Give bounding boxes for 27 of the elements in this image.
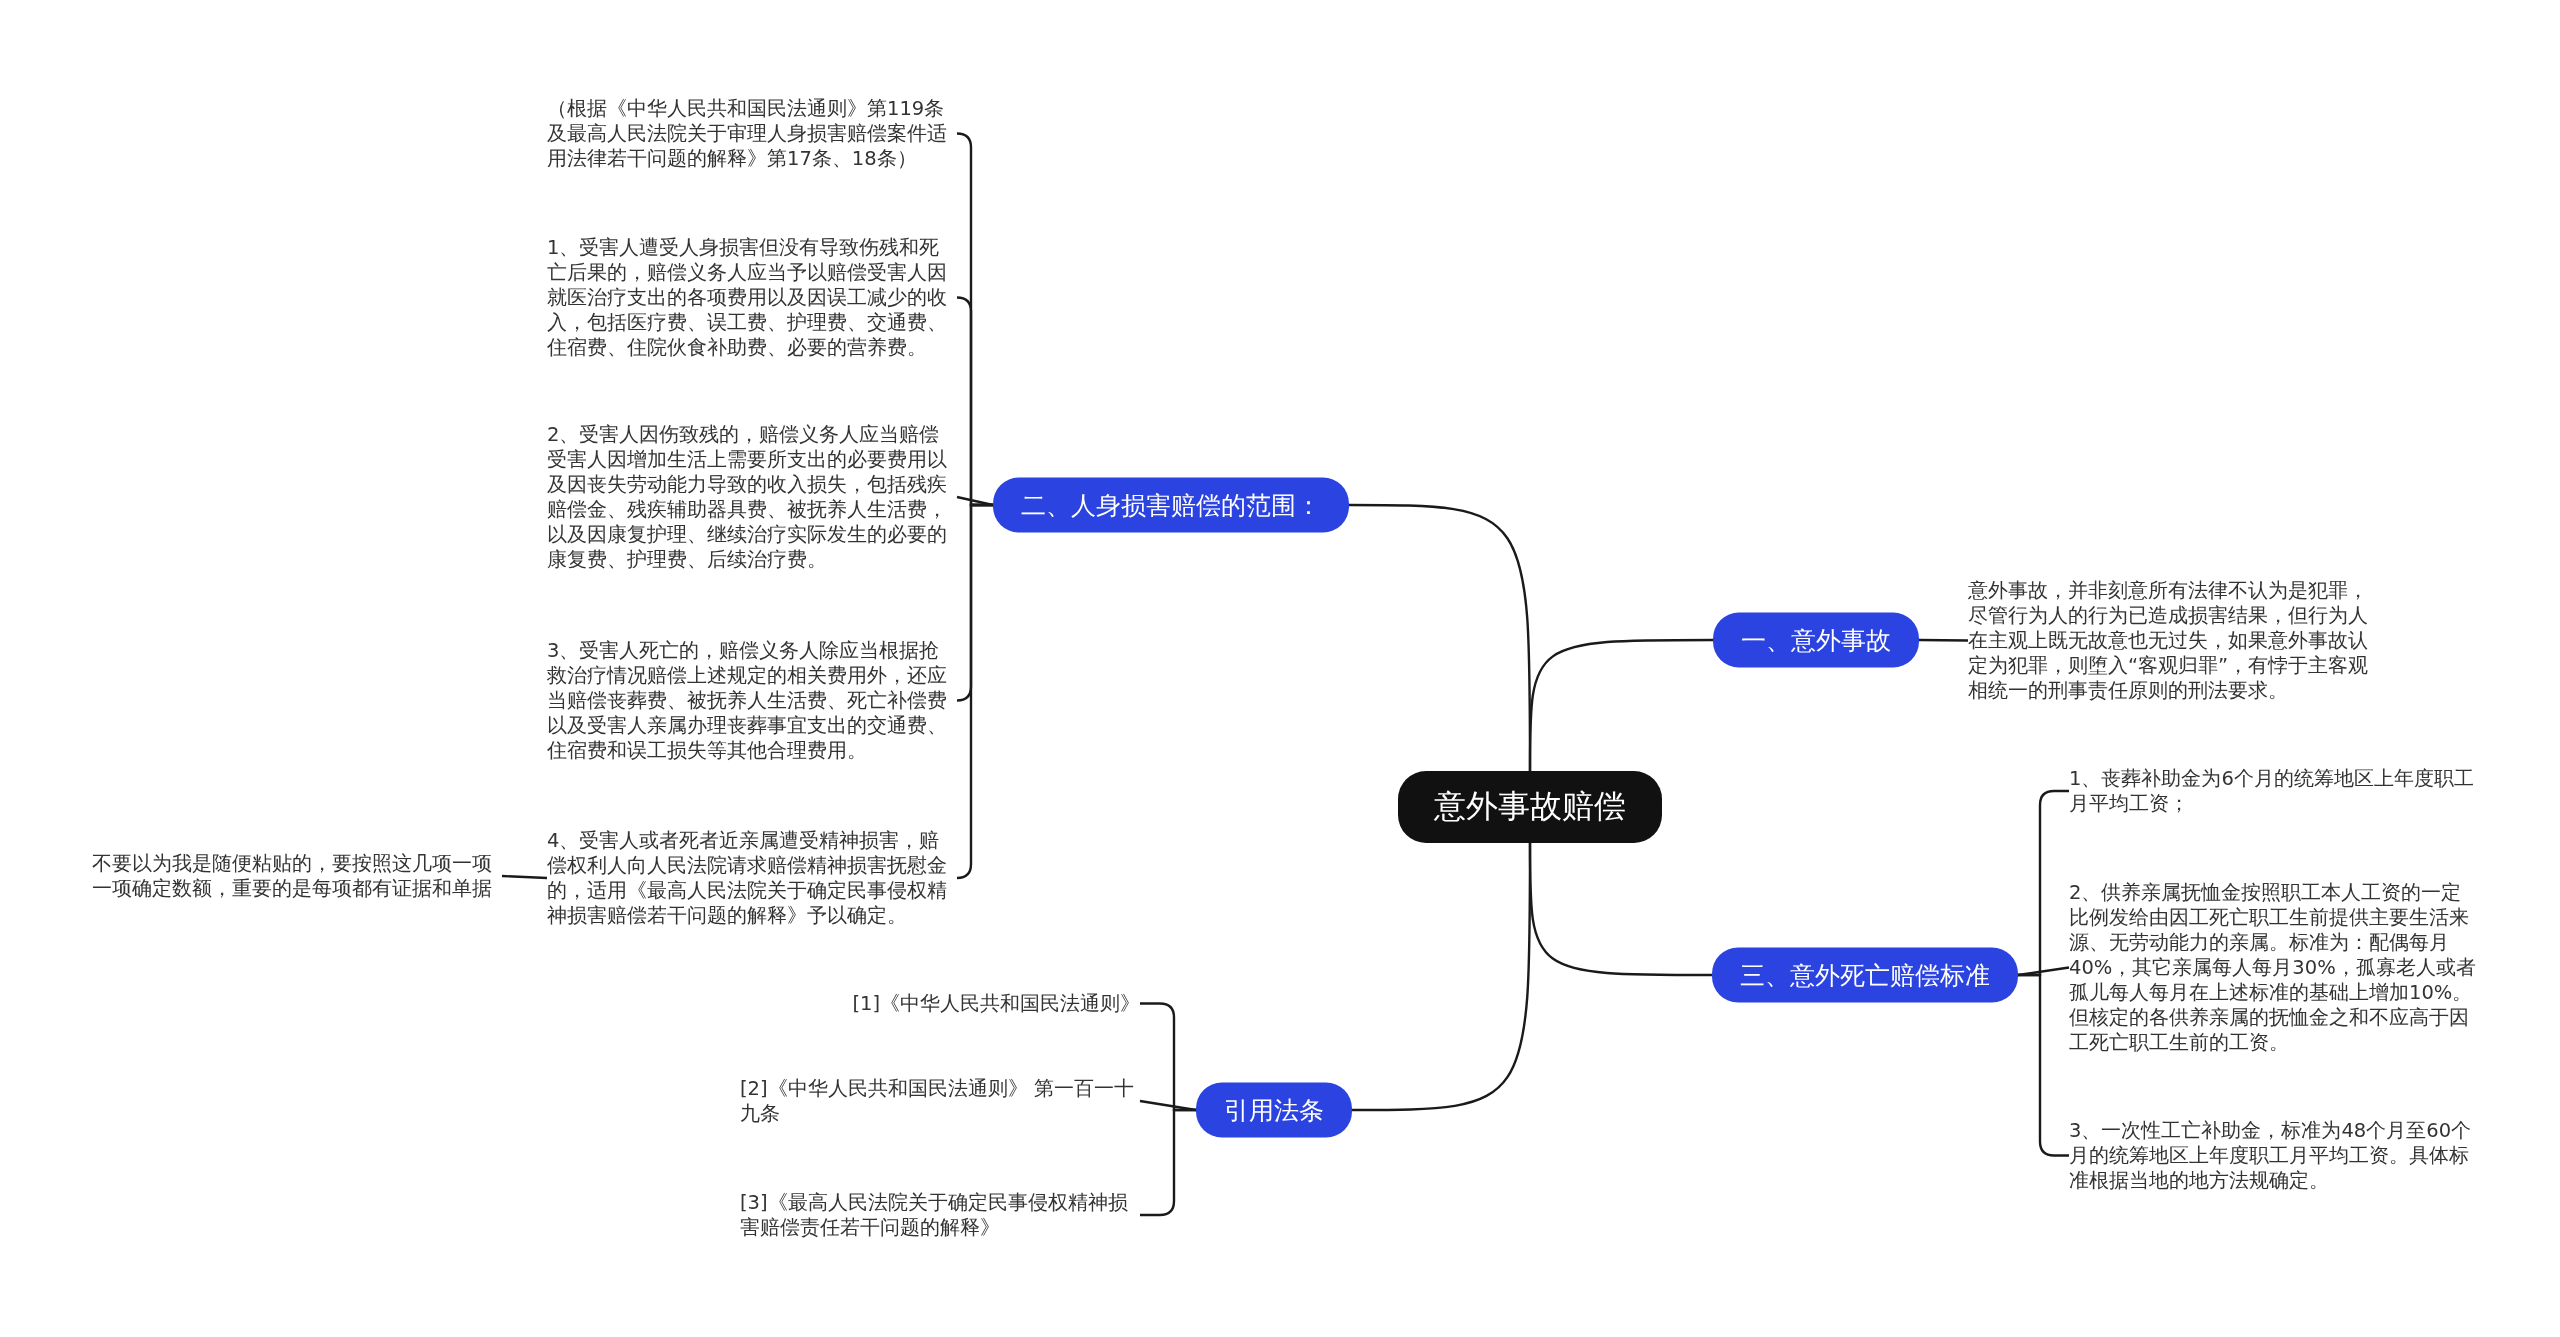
reference-text: [3]《最高人民法院关于确定民事侵权精神损害赔偿责任若干问题的解释》 — [740, 1190, 1140, 1240]
reference-text: [2]《中华人民共和国民法通则》 第一百一十九条 — [740, 1076, 1140, 1126]
branch-topic: 三、意外死亡赔偿标准 — [1712, 947, 2018, 1003]
connector-line — [1139, 1099, 1197, 1112]
central-topic: 意外事故赔偿 — [1398, 771, 1662, 843]
note-text: 3、一次性工亡补助金，标准为48个月至60个月的统筹地区上年度职工月平均工资。具体标准根据当地的地方法规确定。 — [2069, 1118, 2479, 1193]
note-text: 意外事故，并非刻意所有法律不认为是犯罪，尽管行为人的行为已造成损害结果，但行为人在主观上既无故意也无过失，如果意外事故认定为犯罪，则堕入“客观归罪”，有悖于主客观相统一的刑事责任原则的刑法要求。 — [1968, 578, 2378, 703]
connector-line — [1140, 1108, 1196, 1217]
connector-line — [1349, 503, 1532, 771]
note-text: 不要以为我是随便粘贴的，要按照这几项一项一项确定数额，重要的是每项都有证据和单据 — [92, 851, 502, 901]
connector-line — [1352, 843, 1532, 1112]
note-text: 2、供养亲属抚恤金按照职工本人工资的一定比例发给由因工死亡职工生前提供主要生活来源、无劳动能力的亲属。标准为：配偶每月40%，其它亲属每人每月30%，孤寡老人或者孤儿每人每月在上述标准的基础上增加10%。但核定的各供养亲属的抚恤金之和不应高于因工死亡职工生前的工资。 — [2069, 880, 2479, 1055]
note-text: 4、受害人或者死者近亲属遭受精神损害，赔偿权利人向人民法院请求赔偿精神损害抚慰金的，适用《最高人民法院关于确定民事侵权精神损害赔偿若干问题的解释》予以确定。 — [547, 828, 957, 928]
branch-topic: 引用法条 — [1196, 1082, 1352, 1138]
reference-text: [1]《中华人民共和国民法通则》 — [852, 991, 1140, 1016]
branch-topic: 一、意外事故 — [1713, 612, 1919, 668]
connector-line — [501, 874, 548, 880]
note-text: 1、受害人遭受人身损害但没有导致伤残和死亡后果的，赔偿义务人应当予以赔偿受害人因就医治疗支出的各项费用以及因误工减少的收入，包括医疗费、误工费、护理费、交通费、住宿费、住院伙食补助费、必要的营养费。 — [547, 235, 957, 360]
note-text: 3、受害人死亡的，赔偿义务人除应当根据抢救治疗情况赔偿上述规定的相关费用外，还应当赔偿丧葬费、被抚养人生活费、死亡补偿费以及受害人亲属办理丧葬事宜支出的交通费、住宿费和误工损失等其他合理费用。 — [547, 638, 957, 763]
note-text: 1、丧葬补助金为6个月的统筹地区上年度职工月平均工资； — [2069, 766, 2479, 816]
note-text: 2、受害人因伤致残的，赔偿义务人应当赔偿受害人因增加生活上需要所支出的必要费用以及因丧失劳动能力导致的收入损失，包括残疾赔偿金、残疾辅助器具费、被抚养人生活费，以及因康复护理、继续治疗实际发生的必要的康复费、护理费、后续治疗费。 — [547, 422, 957, 572]
connector-line — [1919, 638, 1968, 642]
connector-line — [956, 495, 994, 507]
connector-line — [2017, 966, 2070, 977]
connector-line — [955, 503, 993, 880]
note-text: （根据《中华人民共和国民法通则》第119条及最高人民法院关于审理人身损害赔偿案件适用法律若干问题的解释》第17条、18条） — [547, 96, 957, 171]
branch-topic: 二、人身损害赔偿的范围： — [993, 477, 1349, 533]
